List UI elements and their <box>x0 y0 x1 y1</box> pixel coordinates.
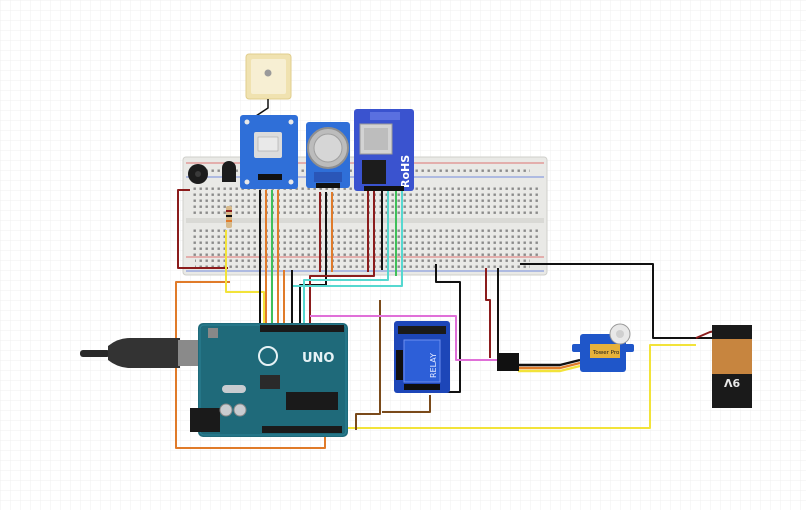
buzzer <box>188 164 208 184</box>
servo: Tower Pro <box>497 323 634 372</box>
resistor <box>226 206 232 228</box>
transistor <box>222 161 236 182</box>
arduino-uno-label: UNO <box>302 351 335 366</box>
arduino-uno: UNO <box>80 323 348 437</box>
relay-module: RELAY <box>394 321 450 393</box>
servo-label: Tower Pro <box>592 350 620 356</box>
battery-label: 9V <box>723 376 740 389</box>
battery-9v: 9V <box>712 325 752 408</box>
gsm-rohs-label: RoHS <box>399 155 412 188</box>
gas-sensor <box>306 122 350 188</box>
gps-module <box>240 53 298 189</box>
relay-label: RELAY <box>429 353 438 378</box>
breadboard <box>182 156 548 276</box>
gsm-module: RoHS <box>354 109 414 191</box>
